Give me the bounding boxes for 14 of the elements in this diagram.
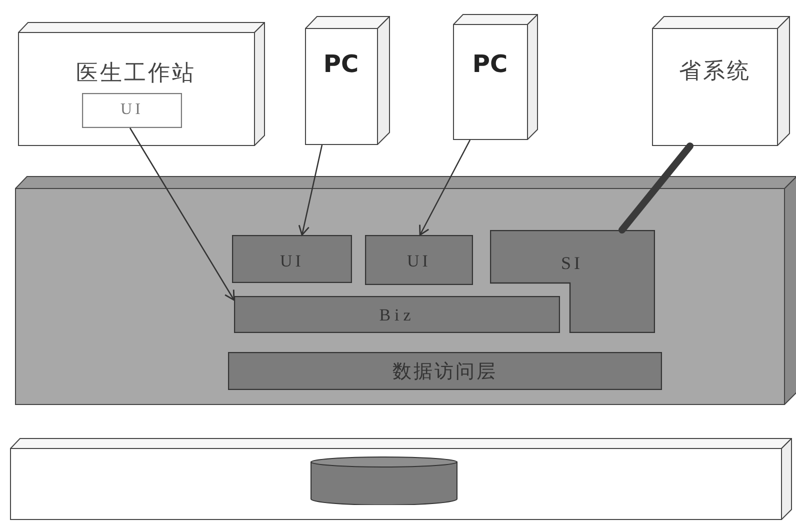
box-label: PC <box>323 52 359 76</box>
box-label: PC <box>472 52 508 76</box>
box-label: UI <box>120 102 144 118</box>
box-label: 省系统 <box>679 61 751 83</box>
box-label: UI <box>407 252 431 270</box>
box-label: UI <box>280 252 304 270</box>
box-label: 数据访问层 <box>392 362 498 382</box>
arrow <box>419 140 471 236</box>
box-label: 医生工作站 <box>76 63 196 85</box>
arrow <box>298 144 323 236</box>
box-label: Biz <box>379 306 415 324</box>
arrow <box>129 128 235 301</box>
box-label: SI <box>561 254 583 272</box>
connector <box>618 142 694 234</box>
